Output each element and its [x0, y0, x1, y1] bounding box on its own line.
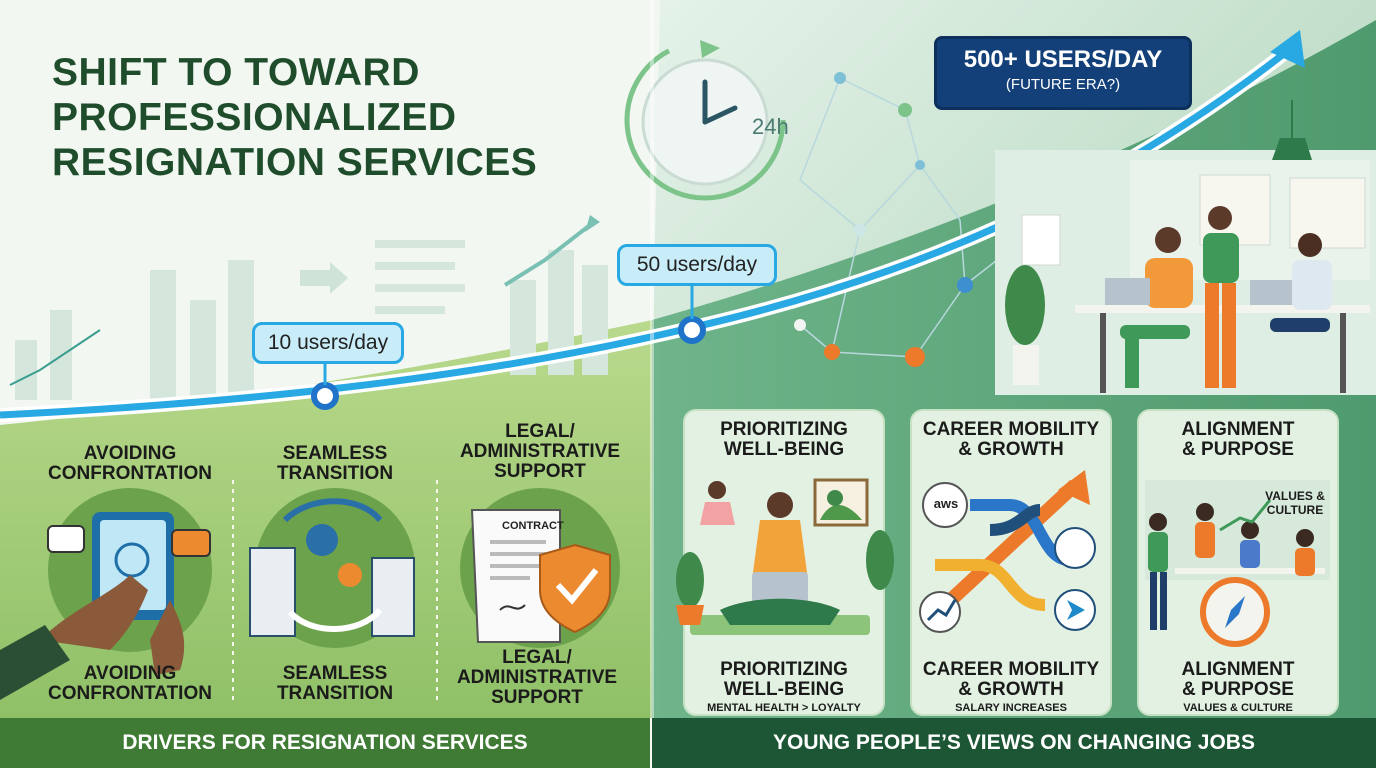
growth-arrow-head [1270, 30, 1305, 68]
milestone-dot-2 [678, 316, 706, 344]
office-scene [995, 100, 1376, 395]
title-line-3: RESIGNATION SERVICES [52, 141, 538, 184]
driver-avoiding-bottom: AVOIDING CONFRONTATION [48, 663, 212, 704]
career-illustration [919, 470, 1096, 633]
milestone-callout-3: 500+ USERS/DAY (FUTURE ERA?) [934, 36, 1192, 110]
network-graph [799, 77, 1011, 358]
driver-seamless-bottom: SEAMLESS TRANSITION [276, 663, 394, 704]
milestone-callout-1: 10 users/day [252, 322, 404, 364]
alignment-illustration [1145, 480, 1330, 647]
view-career-top: CAREER MOBILITY & GROWTH [922, 419, 1100, 460]
milestone-dot-1 [311, 382, 339, 410]
milestone-3-sublabel: (FUTURE ERA?) [1005, 76, 1121, 93]
driver-avoiding-top: AVOIDING CONFRONTATION [48, 443, 212, 484]
view-wellbeing-sub: MENTAL HEALTH > LOYALTY [707, 702, 861, 714]
driver-legal-top: LEGAL/ ADMINISTRATIVE SUPPORT [459, 421, 621, 482]
views-footer-text: YOUNG PEOPLE’S VIEWS ON CHANGING JOBS [773, 731, 1255, 754]
page-title: SHIFT TO TOWARD PROFESSIONALIZED RESIGNA… [52, 50, 612, 185]
clock-label: 24h [752, 114, 789, 139]
title-line-2: PROFESSIONALIZED [52, 96, 457, 139]
values-culture-note: VALUES & CULTURE [1265, 489, 1325, 517]
driver-legal-bottom: LEGAL/ ADMINISTRATIVE SUPPORT [456, 647, 618, 708]
drivers-footer-text: DRIVERS FOR RESIGNATION SERVICES [122, 731, 528, 754]
view-wellbeing-top: PRIORITIZING WELL-BEING [720, 419, 848, 460]
view-career-sub: SALARY INCREASES [955, 702, 1067, 714]
view-alignment-sub: VALUES & CULTURE [1183, 702, 1293, 714]
view-wellbeing-bottom: PRIORITIZING WELL-BEING [720, 659, 848, 700]
clock-icon [624, 39, 786, 201]
aws-logo-icon: aws [933, 496, 959, 511]
drivers-footer-bar: DRIVERS FOR RESIGNATION SERVICES [0, 718, 650, 768]
drivers-illustrations [0, 480, 620, 700]
views-footer-bar: YOUNG PEOPLE’S VIEWS ON CHANGING JOBS [652, 718, 1376, 768]
view-alignment-top: ALIGNMENT & PURPOSE [1181, 419, 1295, 460]
milestone-3-label: 500+ USERS/DAY [963, 46, 1163, 73]
wellbeing-illustration [676, 478, 894, 635]
title-line-1: SHIFT TO TOWARD [52, 51, 420, 94]
view-alignment-bottom: ALIGNMENT & PURPOSE [1181, 659, 1295, 700]
milestone-callout-2: 50 users/day [617, 244, 777, 286]
view-career-bottom: CAREER MOBILITY & GROWTH [922, 659, 1100, 700]
contract-label: CONTRACT [502, 520, 564, 532]
driver-seamless-top: SEAMLESS TRANSITION [276, 443, 394, 484]
